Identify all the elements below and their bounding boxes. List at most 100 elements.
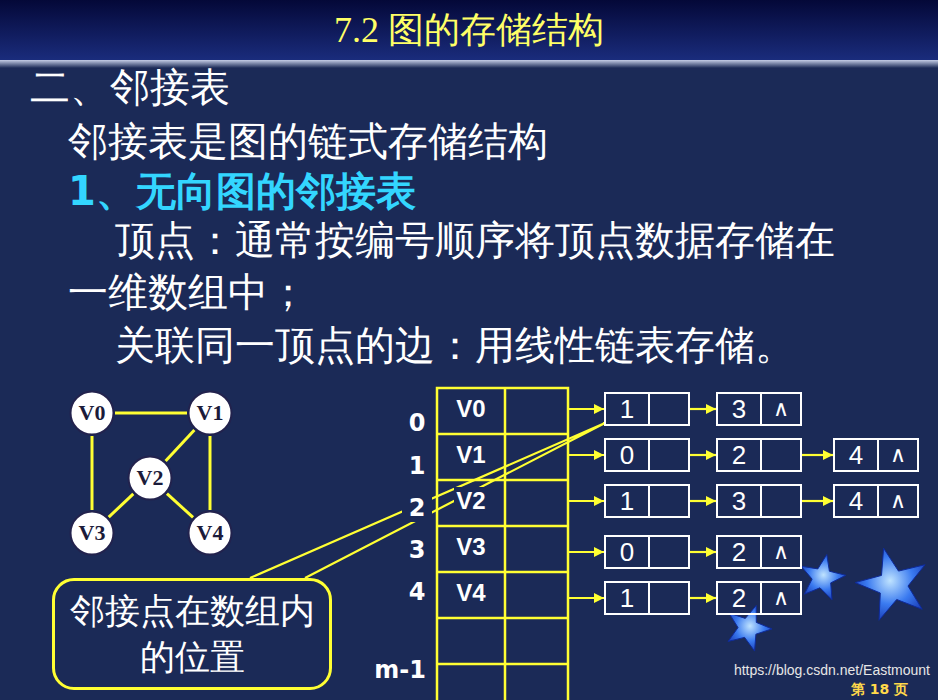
pointer-arrow xyxy=(568,597,604,599)
graph-edge xyxy=(167,494,193,518)
pointer-field: ∧ xyxy=(879,486,917,516)
array-label: V1 xyxy=(454,441,487,469)
null-pointer: ∧ xyxy=(773,538,789,566)
array-index: 2 xyxy=(402,494,432,522)
pointer-arrow xyxy=(568,551,604,553)
array-index: m-1 xyxy=(370,656,430,684)
graph-edge xyxy=(109,494,134,517)
body-text: 关联同一顶点的边：用线性链表存储。 xyxy=(115,322,795,368)
pointer-arrow xyxy=(690,500,716,502)
null-pointer: ∧ xyxy=(773,584,789,612)
pointer-field xyxy=(650,486,688,516)
pointer-arrow xyxy=(690,408,716,410)
graph-vertex: V2 xyxy=(127,455,173,501)
array-cell: V1 xyxy=(437,434,568,480)
star-shape xyxy=(855,548,925,620)
array-label: V3 xyxy=(454,533,487,561)
pointer-arrow xyxy=(690,551,716,553)
vertex-index: 1 xyxy=(620,487,634,515)
pointer-field xyxy=(650,583,688,613)
array-label: V0 xyxy=(454,395,487,423)
data-field: 3 xyxy=(718,394,762,424)
pointer-field: ∧ xyxy=(762,537,800,567)
array-cell: V4 xyxy=(437,572,568,618)
null-pointer: ∧ xyxy=(773,395,789,423)
vertex-label: V4 xyxy=(197,520,224,546)
pointer-field xyxy=(650,394,688,424)
data-field: V4 xyxy=(437,572,505,618)
pointer-field xyxy=(650,537,688,567)
pointer-field xyxy=(762,486,800,516)
list-node: 1 xyxy=(604,392,690,426)
list-node: 1 xyxy=(604,581,690,615)
vertex-label: V3 xyxy=(79,520,106,546)
data-field: 0 xyxy=(606,440,650,470)
vertex-index: 0 xyxy=(620,538,634,566)
array-index: 0 xyxy=(402,409,432,437)
null-pointer: ∧ xyxy=(890,487,906,515)
pointer-field xyxy=(650,440,688,470)
graph-vertex: V1 xyxy=(187,390,233,436)
array-index: 3 xyxy=(402,536,432,564)
pointer-arrow xyxy=(568,454,604,456)
watermark: https://blog.csdn.net/Eastmount xyxy=(734,662,930,678)
callout-box: 邻接点在数组内 的位置 xyxy=(52,578,332,690)
list-node: 3 xyxy=(716,484,802,518)
list-node: 0 xyxy=(604,535,690,569)
data-field: V2 xyxy=(437,480,505,526)
vertex-index: 0 xyxy=(620,441,634,469)
pointer-arrow xyxy=(802,454,833,456)
body-text: 顶点：通常按编号顺序将顶点数据存储在 一维数组中； xyxy=(68,214,868,318)
pointer-field xyxy=(762,440,800,470)
vertex-index: 1 xyxy=(620,584,634,612)
array-label: V2 xyxy=(454,487,487,515)
graph-edge xyxy=(166,430,195,461)
list-node: 2∧ xyxy=(716,581,802,615)
data-field: 1 xyxy=(606,583,650,613)
subsection-heading: 1、无向图的邻接表 xyxy=(68,168,416,214)
vertex-index: 1 xyxy=(620,395,634,423)
page-number: 第 18 页 xyxy=(851,681,908,697)
list-node: 2 xyxy=(716,438,802,472)
pointer-arrow xyxy=(802,500,833,502)
array-index: 4 xyxy=(402,578,432,606)
data-field: V0 xyxy=(437,388,505,434)
data-field: 2 xyxy=(718,537,762,567)
star-shape xyxy=(728,606,772,652)
graph-vertex: V4 xyxy=(187,510,233,556)
array-label: V4 xyxy=(454,579,487,607)
data-field: 4 xyxy=(835,440,879,470)
section-heading: 二、邻接表 xyxy=(30,64,230,110)
vertex-index: 2 xyxy=(732,538,746,566)
vertex-label: V2 xyxy=(137,465,164,491)
pointer-arrow xyxy=(690,454,716,456)
list-node: 2∧ xyxy=(716,535,802,569)
array-cell: V3 xyxy=(437,526,568,572)
pointer-arrow xyxy=(690,597,716,599)
pointer-field: ∧ xyxy=(762,583,800,613)
graph-vertex: V3 xyxy=(69,510,115,556)
data-field: V1 xyxy=(437,434,505,480)
vertex-index: 4 xyxy=(849,487,863,515)
data-field: V3 xyxy=(437,526,505,572)
array-grid xyxy=(437,388,568,700)
vertex-index: 2 xyxy=(732,584,746,612)
star-decoration xyxy=(728,548,925,651)
body-text: 邻接表是图的链式存储结构 xyxy=(68,118,548,164)
data-field: 3 xyxy=(718,486,762,516)
data-field: 1 xyxy=(606,486,650,516)
vertex-index: 3 xyxy=(732,395,746,423)
array-cell: V2 xyxy=(437,480,568,526)
data-field: 1 xyxy=(606,394,650,424)
array-cell: V0 xyxy=(437,388,568,434)
pointer-field: ∧ xyxy=(762,394,800,424)
pointer-arrow xyxy=(568,408,604,410)
vertex-label: V1 xyxy=(197,400,224,426)
data-field: 2 xyxy=(718,583,762,613)
vertex-index: 4 xyxy=(849,441,863,469)
array-index: 1 xyxy=(402,452,432,480)
graph-vertex: V0 xyxy=(69,390,115,436)
slide-title: 7.2 图的存储结构 xyxy=(0,8,938,52)
data-field: 0 xyxy=(606,537,650,567)
